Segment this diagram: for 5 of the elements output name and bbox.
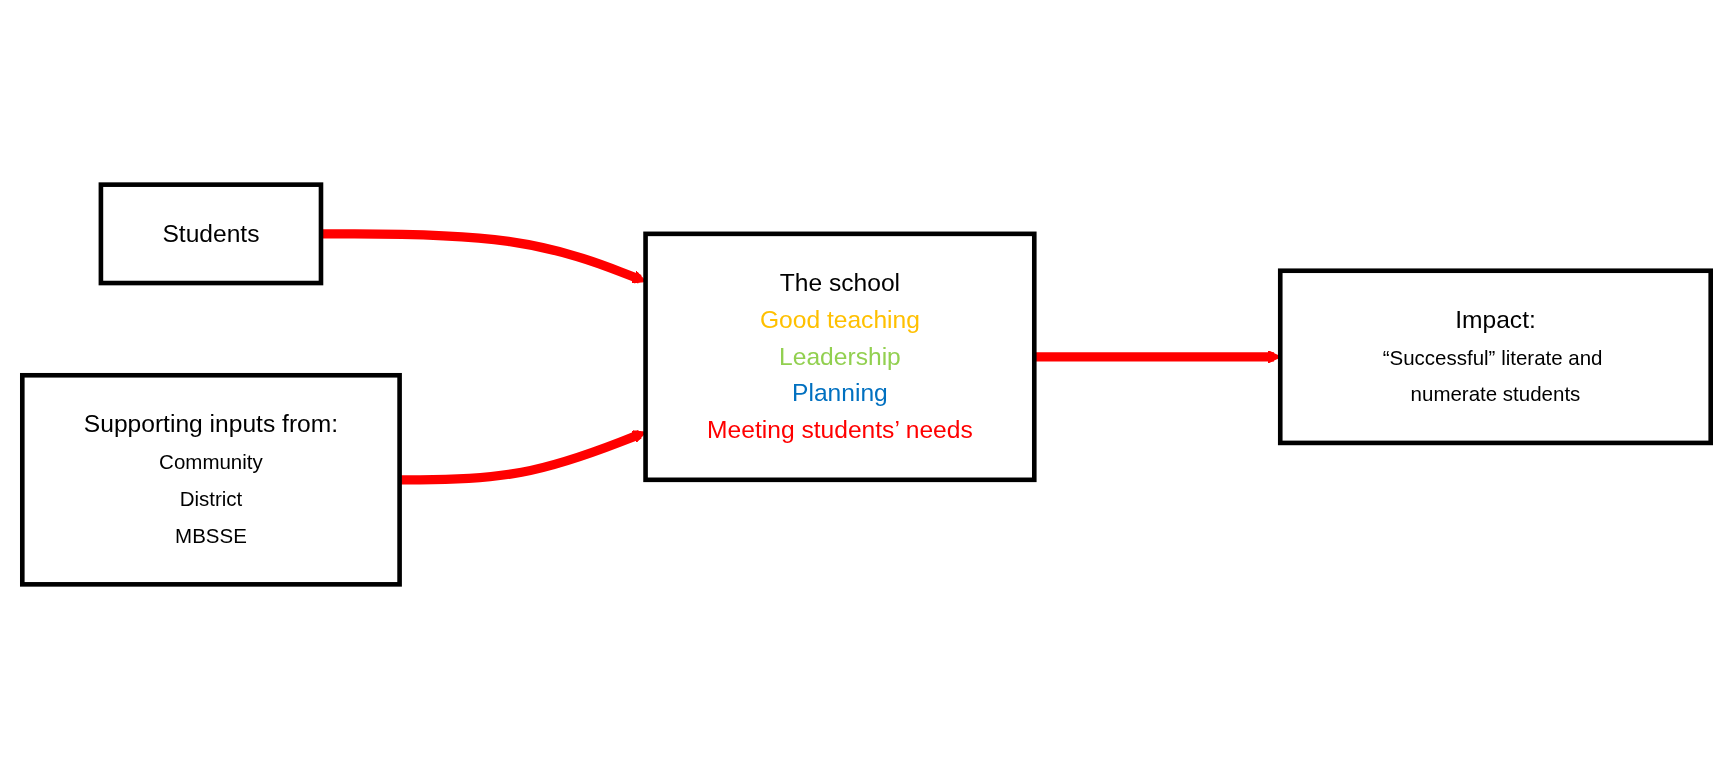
node-box [1277,268,1713,446]
node-box [643,231,1037,483]
node-box [20,372,402,587]
flowchart: Students Supporting inputs from: Community District MBSSE The school Good teaching Leadership Planning Meeting students’ needs Impact: “Successful” literate and numerate students [10,10,1723,759]
node-box [98,182,324,286]
